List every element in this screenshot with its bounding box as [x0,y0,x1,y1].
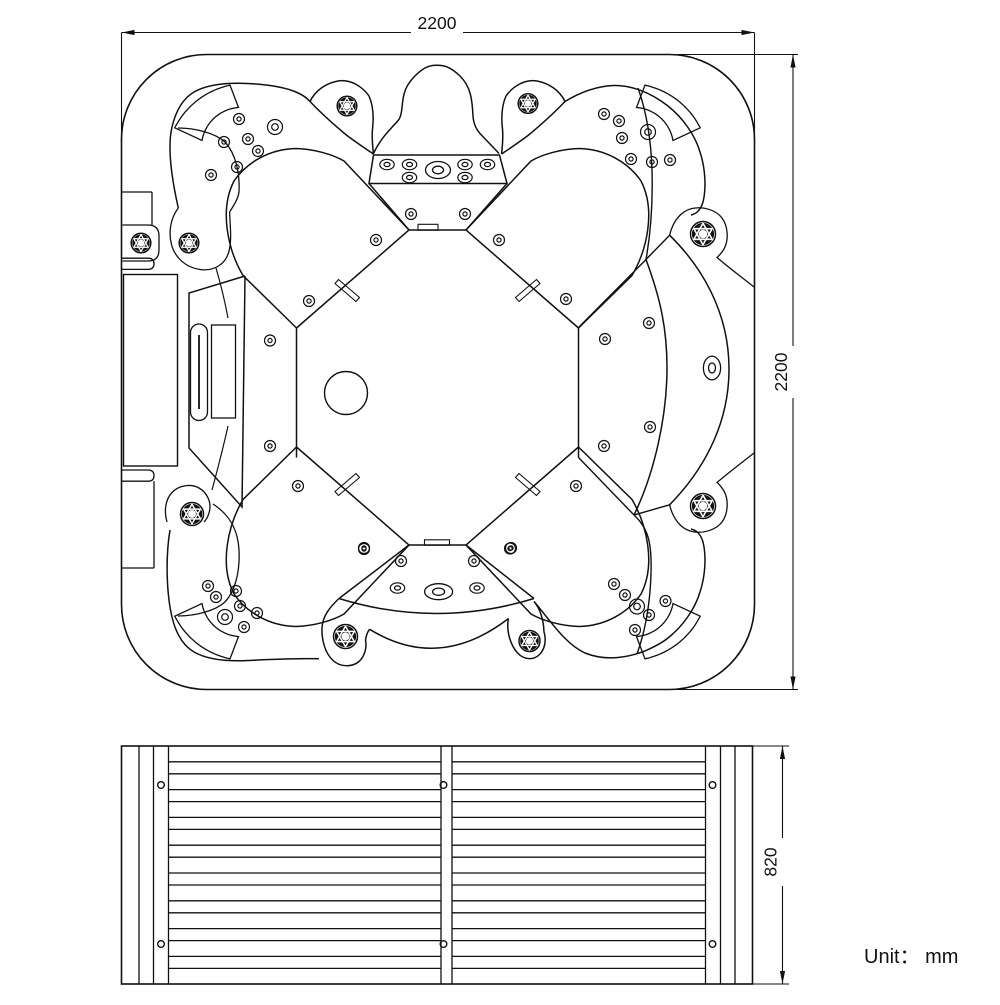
svg-text:Unit： mm: Unit： mm [864,946,958,968]
svg-text:2200: 2200 [418,13,457,33]
svg-text:820: 820 [761,847,781,876]
svg-text:2200: 2200 [771,352,791,391]
